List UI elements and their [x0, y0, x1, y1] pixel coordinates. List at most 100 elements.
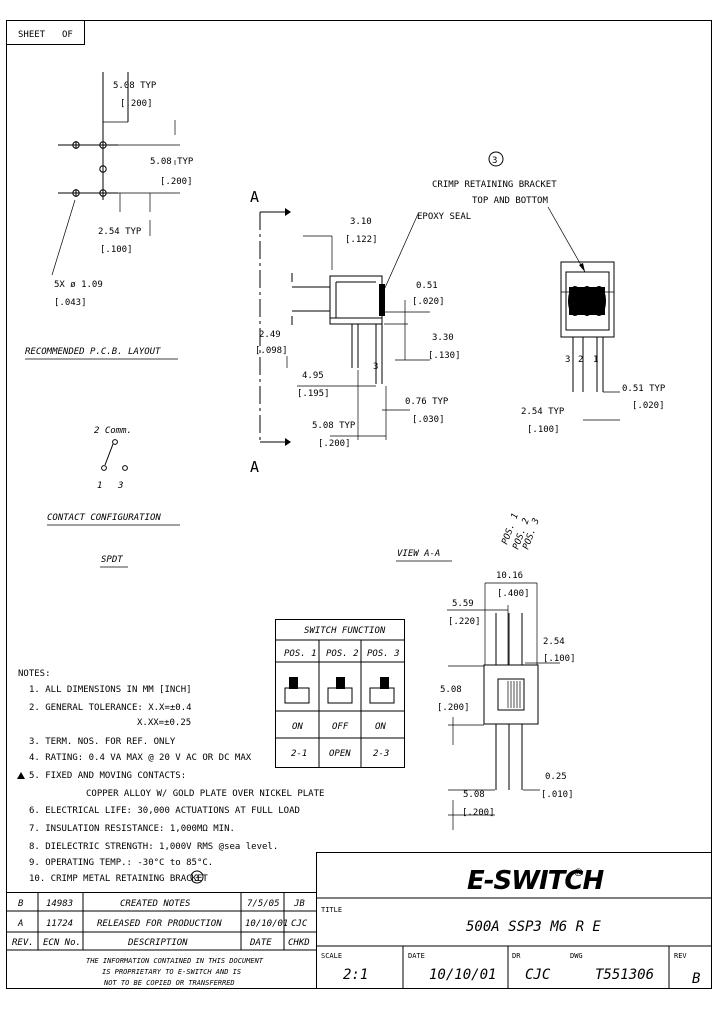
view-aa-dim-1016-in: [.400]: [497, 589, 530, 599]
rev-header-description: DESCRIPTION: [127, 938, 188, 948]
note-9: 9. OPERATING TEMP.: -30°C to 85°C.: [29, 858, 213, 868]
pcb-layout: 5.08 TYP [.200] 5.08 TYP [.200] 2.54 TYP…: [25, 72, 194, 360]
switch-icon-pos1: [284, 677, 310, 704]
side-pin-label: 3: [373, 362, 378, 372]
view-aa-dim-559: 5.59: [452, 599, 474, 609]
dr-value: CJC: [525, 967, 551, 983]
rev-row2-ecn: 11724: [46, 919, 73, 929]
rev-row1-description: CREATED NOTES: [120, 899, 191, 909]
pcb-dim1: 5.08 TYP: [113, 81, 157, 91]
bracket-balloon: 3: [492, 156, 497, 166]
section-line-a: A A: [250, 188, 291, 476]
side-dim-051-in: [.020]: [412, 297, 445, 307]
pcb-dim3: 2.54 TYP: [98, 227, 142, 237]
view-aa-pins-bottom: [495, 724, 523, 790]
bracket-pin-3: 3: [565, 355, 570, 365]
side-dim-508: 5.08 TYP: [312, 421, 356, 431]
note-5: 5. FIXED AND MOVING CONTACTS:: [29, 771, 186, 781]
side-dim-330-in: [.130]: [428, 351, 461, 361]
contact-pin2-label: 2 Comm.: [94, 426, 132, 436]
side-dim-076-in: [.030]: [412, 415, 445, 425]
note-10: 10. CRIMP METAL RETAINING BRACKET: [29, 874, 208, 884]
logo-registered-mark: ®: [573, 866, 584, 879]
view-aa-dim-508a: 5.08: [440, 685, 462, 695]
switch-function-title: SWITCH FUNCTION: [304, 626, 386, 636]
side-dim-076: 0.76 TYP: [405, 397, 449, 407]
dr-label: DR: [512, 952, 521, 960]
revision-block: B 14983 CREATED NOTES 7/5/05 JB A 11724 …: [6, 892, 317, 989]
note-8: 8. DIELECTRIC STRENGTH: 1,000V RMS @sea …: [29, 842, 278, 852]
sheet-of-box: SHEET OF: [6, 20, 85, 45]
rev-row2-description: RELEASED FOR PRODUCTION: [97, 919, 222, 929]
rev-row1-ecn: 14983: [46, 899, 73, 909]
side-dim-495-in: [.195]: [297, 389, 330, 399]
proprietary-line2: IS PROPRIETARY TO E-SWITCH AND IS: [102, 968, 241, 976]
contact-type: SPDT: [101, 555, 123, 565]
bracket-pin-1: 1: [593, 355, 598, 365]
rev-header-chkd: CHKD: [288, 938, 310, 948]
note-2b: X.XX=±0.25: [137, 718, 191, 728]
rev-label: REV: [674, 952, 687, 960]
switch-state-pos2: OFF: [332, 722, 349, 732]
notes: NOTES: 1. ALL DIMENSIONS IN MM [INCH] 2.…: [17, 669, 324, 884]
revision-delta-icon: [17, 772, 25, 779]
date-label: DATE: [408, 952, 425, 960]
bracket-note-line2: TOP AND BOTTOM: [472, 196, 548, 206]
view-aa-dim-025: 0.25: [545, 772, 567, 782]
view-aa-dim-025-in: [.010]: [541, 790, 574, 800]
bracket-pin-2: 2: [578, 355, 583, 365]
bracket-coils: [568, 286, 606, 316]
sheet-label: SHEET: [18, 30, 46, 40]
switch-icon-pos3: [369, 677, 395, 704]
rev-row1-rev: B: [18, 899, 24, 909]
contact-config-title: CONTACT CONFIGURATION: [47, 513, 161, 523]
view-aa-pins-top: [495, 613, 523, 665]
title-label: TITLE: [321, 906, 342, 914]
pcb-dim3-in: [.100]: [100, 245, 133, 255]
note-5b: COPPER ALLOY W/ GOLD PLATE OVER NICKEL P…: [86, 789, 324, 799]
title-block: E-SWITCH ® TITLE 500A SSP3 M6 R E SCALE …: [316, 852, 712, 989]
bracket-view: 3 CRIMP RETAINING BRACKET TOP AND BOTTOM…: [432, 151, 666, 435]
switch-header-pos2: POS. 2: [326, 649, 359, 659]
view-aa-dim-508a-in: [.200]: [437, 703, 470, 713]
pcb-dim1-in: [.200]: [120, 99, 153, 109]
rev-row1-date: 7/5/05: [247, 899, 280, 909]
contact-configuration: 2 Comm. 1 3 CONTACT CONFIGURATION SPDT: [47, 426, 180, 568]
view-aa-dim-254: 2.54: [543, 637, 565, 647]
pcb-dim2-in: [.200]: [160, 177, 193, 187]
rev-value: B: [692, 971, 700, 987]
switch-header-pos1: POS. 1: [284, 649, 317, 659]
note-10-balloon: 3: [194, 874, 199, 884]
scale-value: 2:1: [343, 967, 368, 983]
side-dim-508-in: [.200]: [318, 439, 351, 449]
note-1: 1. ALL DIMENSIONS IN MM [INCH]: [29, 685, 192, 695]
side-dim-249: 2.49: [259, 330, 281, 340]
e-switch-logo: E-SWITCH ®: [467, 866, 605, 896]
note-7: 7. INSULATION RESISTANCE: 1,000MΩ MIN.: [29, 824, 235, 834]
bracket-dim-254-in: [.100]: [527, 425, 560, 435]
pcb-dim2: 5.08 TYP: [150, 157, 194, 167]
side-view: A A: [250, 188, 471, 476]
date-value: 10/10/01: [429, 967, 496, 983]
rev-header-rev: REV.: [12, 938, 34, 948]
pcb-layout-title: RECOMMENDED P.C.B. LAYOUT: [25, 347, 161, 357]
note-3: 3. TERM. NOS. FOR REF. ONLY: [29, 737, 176, 747]
switch-function-table: SWITCH FUNCTION POS. 1 POS. 2 POS. 3 ON …: [275, 619, 405, 768]
switch-circuit-pos3: 2-3: [373, 749, 389, 759]
rev-row2-chkd: CJC: [291, 919, 308, 929]
rev-row2-date: 10/10/01: [245, 919, 288, 929]
view-aa-actuator-ribs: [507, 681, 521, 708]
side-dim-310: 3.10: [350, 217, 372, 227]
logo-text: E-SWITCH: [467, 866, 604, 896]
view-aa: VIEW A-A POS. 1 POS. 2 POS. 3: [396, 512, 576, 830]
rev-header-ecn: ECN No.: [43, 938, 81, 948]
side-dim-495: 4.95: [302, 371, 324, 381]
switch-state-pos3: ON: [375, 722, 386, 732]
rev-row1-chkd: JB: [293, 899, 305, 909]
drawing-title: 500A SSP3 M6 R E: [466, 919, 601, 935]
section-letter-bottom: A: [250, 458, 259, 476]
dwg-label: DWG: [570, 952, 583, 960]
bracket-dim-051-in: [.020]: [632, 401, 665, 411]
note-6: 6. ELECTRICAL LIFE: 30,000 ACTUATIONS AT…: [29, 806, 300, 816]
